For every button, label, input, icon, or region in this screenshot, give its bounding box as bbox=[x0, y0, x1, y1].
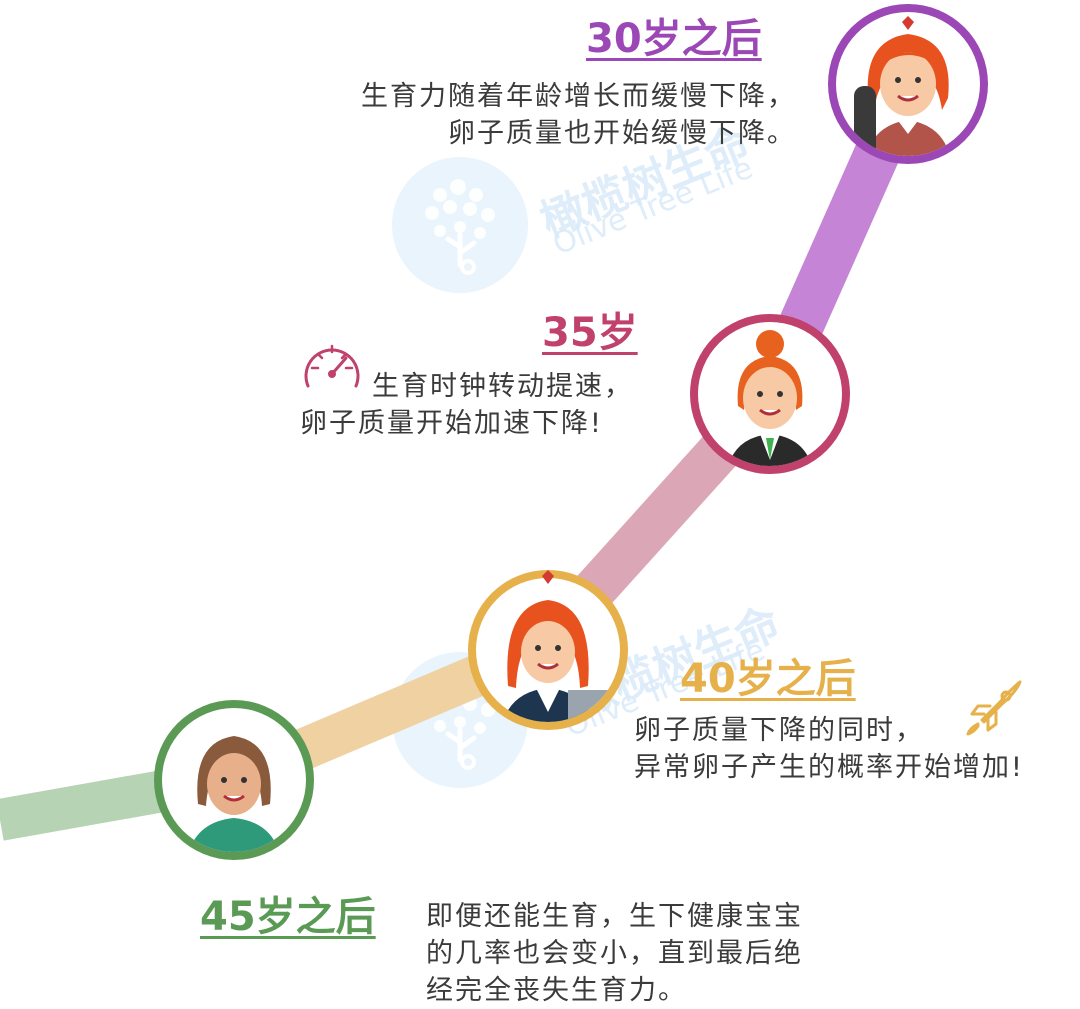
stage-desc-age-30: 生育力随着年龄增长而缓慢下降， 卵子质量也开始缓慢下降。 bbox=[296, 78, 796, 152]
desc-line: 经完全丧失生育力。 bbox=[426, 975, 687, 1006]
stage-title-age-45: 45岁之后 bbox=[200, 894, 376, 940]
rocket-icon bbox=[966, 680, 1022, 736]
avatar-age-30 bbox=[828, 4, 988, 164]
stage-desc-age-45: 即便还能生育，生下健康宝宝 的几率也会变小，直到最后绝 经完全丧失生育力。 bbox=[426, 898, 876, 1009]
desc-line: 生育时钟转动提速， bbox=[372, 371, 633, 402]
desc-line: 卵子质量也开始缓慢下降。 bbox=[448, 118, 796, 149]
stage-desc-age-35: 生育时钟转动提速， 卵子质量开始加速下降! bbox=[300, 368, 680, 442]
desc-line: 即便还能生育，生下健康宝宝 bbox=[426, 901, 803, 932]
desc-line: 卵子质量开始加速下降! bbox=[300, 408, 603, 439]
speedometer-icon bbox=[304, 344, 360, 388]
avatar-age-40 bbox=[468, 570, 628, 730]
desc-line: 卵子质量下降的同时， bbox=[634, 715, 924, 746]
stage-title-age-35: 35岁 bbox=[542, 310, 638, 356]
desc-line: 异常卵子产生的概率开始增加! bbox=[634, 752, 1024, 783]
watermark-logo-top bbox=[392, 157, 528, 293]
desc-line: 的几率也会变小，直到最后绝 bbox=[426, 938, 803, 969]
stage-desc-age-40: 卵子质量下降的同时， 异常卵子产生的概率开始增加! bbox=[634, 712, 1080, 786]
avatar-age-45 bbox=[154, 700, 314, 860]
avatar-age-35 bbox=[690, 314, 850, 474]
stage-title-age-40: 40岁之后 bbox=[680, 656, 856, 702]
desc-line: 生育力随着年龄增长而缓慢下降， bbox=[361, 81, 796, 112]
stage-title-age-30: 30岁之后 bbox=[586, 16, 762, 62]
